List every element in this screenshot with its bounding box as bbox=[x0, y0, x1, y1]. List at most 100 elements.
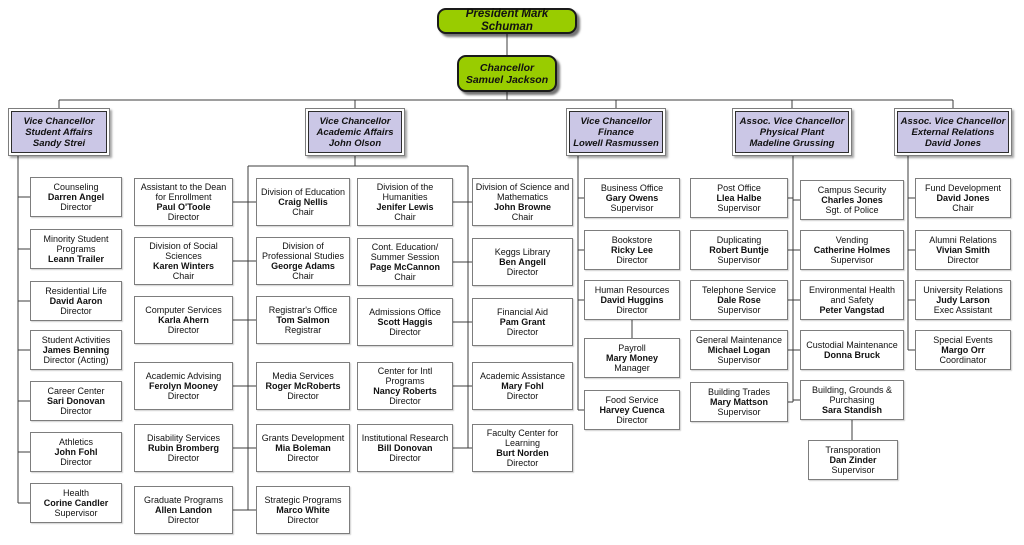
org-box-title: Assistant to the Dean for Enrollment bbox=[140, 182, 227, 202]
org-box-name: George Adams bbox=[271, 261, 335, 271]
org-box-name: Llea Halbe bbox=[716, 193, 762, 203]
org-box-title: Residential Life bbox=[45, 286, 107, 296]
org-box-name: Jenifer Lewis bbox=[376, 202, 434, 212]
org-box-title: University Relations bbox=[923, 285, 1003, 295]
org-box-title: Telephone Service bbox=[701, 285, 777, 295]
chancellor-title: Chancellor bbox=[479, 61, 535, 74]
org-box-role: Exec Assistant bbox=[933, 305, 993, 315]
org-box-title: Business Office bbox=[600, 183, 664, 193]
org-box-title: Fund Development bbox=[924, 183, 1002, 193]
org-box-role: Director bbox=[616, 415, 648, 425]
org-box-name: David Aaron bbox=[49, 296, 103, 306]
chancellor-name: Samuel Jackson bbox=[465, 73, 549, 86]
org-box-title: Payroll bbox=[618, 343, 646, 353]
org-box-name: Mary Fohl bbox=[501, 381, 544, 391]
org-box-name: Karla Ahern bbox=[158, 315, 209, 325]
org-box-name: Darren Angel bbox=[47, 192, 105, 202]
org-box-name: Sari Donovan bbox=[46, 396, 105, 406]
org-box-title: Custodial Maintenance bbox=[806, 340, 898, 350]
org-box-title: Division of Education bbox=[260, 187, 346, 197]
president-node: President Mark Schuman bbox=[437, 8, 577, 34]
org-box-title: Transporation bbox=[825, 445, 881, 455]
org-box-title: Special Events bbox=[933, 335, 993, 345]
org-box-role: Director bbox=[60, 202, 92, 212]
org-box-title: Admissions Office bbox=[369, 307, 441, 317]
org-box-name: Karen Winters bbox=[153, 261, 214, 271]
org-box-role: Supervisor bbox=[717, 203, 761, 213]
org-box-title: Food Service bbox=[605, 395, 659, 405]
org-box-name: Peter Vangstad bbox=[819, 305, 885, 315]
org-box-name: Michael Logan bbox=[707, 345, 771, 355]
org-box-name: Bill Donovan bbox=[377, 443, 433, 453]
org-box-title: General Maintenance bbox=[695, 335, 783, 345]
org-box-role: Director bbox=[287, 391, 319, 401]
org-box-name: Harvey Cuenca bbox=[599, 405, 665, 415]
org-box-role: Director bbox=[389, 453, 421, 463]
org-box-title: Graduate Programs bbox=[143, 495, 224, 505]
org-box-name: Dan Zinder bbox=[829, 455, 877, 465]
org-box-role: Chair bbox=[292, 207, 314, 217]
org-box-role: Manager bbox=[614, 363, 650, 373]
org-box-title: Vending bbox=[835, 235, 869, 245]
org-box-name: Gary Owens bbox=[605, 193, 659, 203]
org-box-name: Rubin Bromberg bbox=[148, 443, 219, 453]
org-box-name: Margo Orr bbox=[941, 345, 985, 355]
org-box-name: Corine Candler bbox=[43, 498, 109, 508]
org-box-role: Coordinator bbox=[939, 355, 987, 365]
org-box-role: Director bbox=[616, 305, 648, 315]
org-box-role: Chair bbox=[511, 212, 534, 222]
org-box-title: Computer Services bbox=[145, 305, 222, 315]
org-box-name: Pam Grant bbox=[499, 317, 546, 327]
org-box-role: Director bbox=[167, 391, 200, 401]
org-box-name: Nancy Roberts bbox=[373, 386, 437, 396]
org-box-name: Page McCannon bbox=[369, 262, 440, 272]
org-box-title: Duplicating bbox=[716, 235, 762, 245]
org-box-title: Strategic Programs bbox=[264, 495, 342, 505]
org-box-role: Director (Acting) bbox=[43, 355, 109, 365]
org-box-name: James Benning bbox=[42, 345, 110, 355]
org-box-title: Building, Grounds & Purchasing bbox=[811, 385, 893, 405]
org-box-role: Director bbox=[60, 406, 92, 416]
org-box-name: Ricky Lee bbox=[610, 245, 654, 255]
org-box-role: Director bbox=[947, 255, 979, 265]
chancellor-node: Chancellor Samuel Jackson bbox=[457, 55, 557, 92]
org-box-role: Supervisor bbox=[717, 305, 761, 315]
org-box-title: Environmental Health and Safety bbox=[808, 285, 896, 305]
org-box-name: Mary Mattson bbox=[709, 397, 768, 407]
org-box-role: Supervisor bbox=[717, 255, 761, 265]
org-box-name: Catherine Holmes bbox=[813, 245, 891, 255]
org-box-role: Director bbox=[167, 515, 200, 525]
org-box-title: Disability Services bbox=[146, 433, 221, 443]
